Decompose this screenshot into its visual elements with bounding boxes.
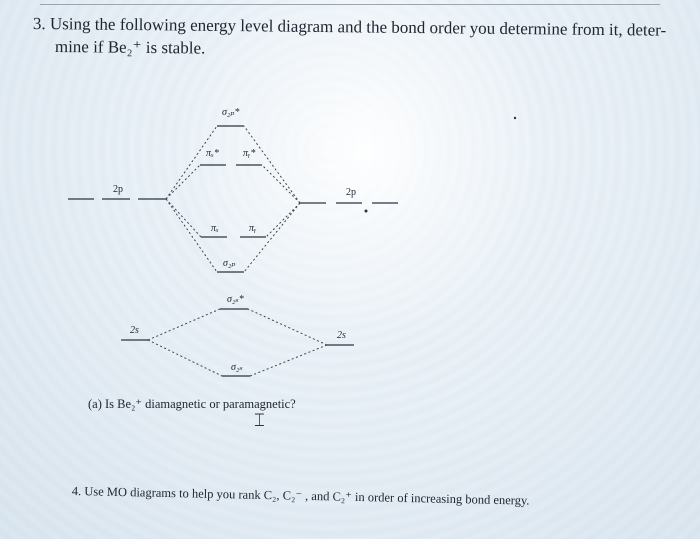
pi-y-label: πᵧ: [249, 223, 257, 234]
pi-y-star-label: πᵧ*: [243, 148, 256, 159]
left-2p-label: 2p: [113, 184, 123, 195]
top-rule: [40, 4, 660, 5]
left-2s-label: 2s: [130, 325, 139, 336]
pi-x-label: πₓ: [211, 223, 219, 234]
right-2p-label: 2p: [346, 187, 356, 198]
sigma-2s-star-label: σ₂ₛ*: [227, 294, 244, 305]
small-dot-mark-2: [513, 116, 517, 120]
pi-x-star-label: πₓ*: [206, 148, 219, 159]
text-cursor-icon: ⌶: [254, 410, 265, 430]
correlation-lines: [147, 125, 328, 377]
sigma-2p-label: σ₂ₚ: [223, 258, 236, 269]
part-a-question: (a) Is Be₂⁺ diamagnetic or paramagnetic?: [88, 397, 296, 411]
small-dot-mark: [364, 209, 368, 213]
right-2s-label: 2s: [337, 330, 346, 341]
sigma-2s-label: σ₂ₛ: [231, 362, 243, 373]
sigma-2p-star-label: σ₂ₚ*: [222, 107, 240, 118]
